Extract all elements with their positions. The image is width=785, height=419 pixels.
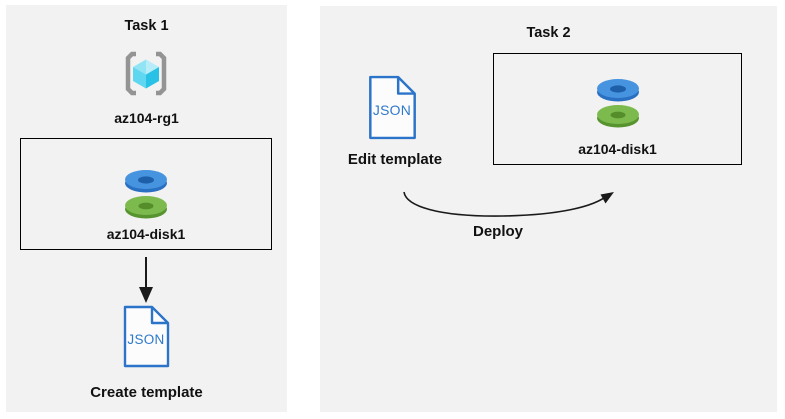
down-arrow-icon xyxy=(139,257,153,303)
resource-group-icon xyxy=(125,51,167,96)
task2-title: Task 2 xyxy=(526,25,571,41)
task2-panel: Task 2 JSON Edit template az104-disk1 xyxy=(320,6,777,412)
json-file-icon: JSON xyxy=(369,75,416,140)
json-file-icon: JSON xyxy=(123,305,170,368)
edit-template-label: Edit template xyxy=(347,151,443,168)
disk-icon xyxy=(125,170,167,219)
task1-disk-box: az104-disk1 xyxy=(20,138,272,250)
task2-disk-box: az104-disk1 xyxy=(493,53,742,165)
task1-panel: Task 1 az104-rg1 az104-disk1 xyxy=(6,5,287,412)
disk-label: az104-disk1 xyxy=(106,226,186,242)
deploy-arrow-icon xyxy=(403,191,614,217)
resource-group-label: az104-rg1 xyxy=(114,110,179,126)
create-template-label: Create template xyxy=(90,384,203,401)
disk-label: az104-disk1 xyxy=(578,141,657,157)
disk-icon xyxy=(597,79,639,128)
json-file-text: JSON xyxy=(373,102,411,118)
json-file-text: JSON xyxy=(127,332,164,347)
deploy-label: Deploy xyxy=(472,223,523,240)
task1-title: Task 1 xyxy=(124,18,169,34)
